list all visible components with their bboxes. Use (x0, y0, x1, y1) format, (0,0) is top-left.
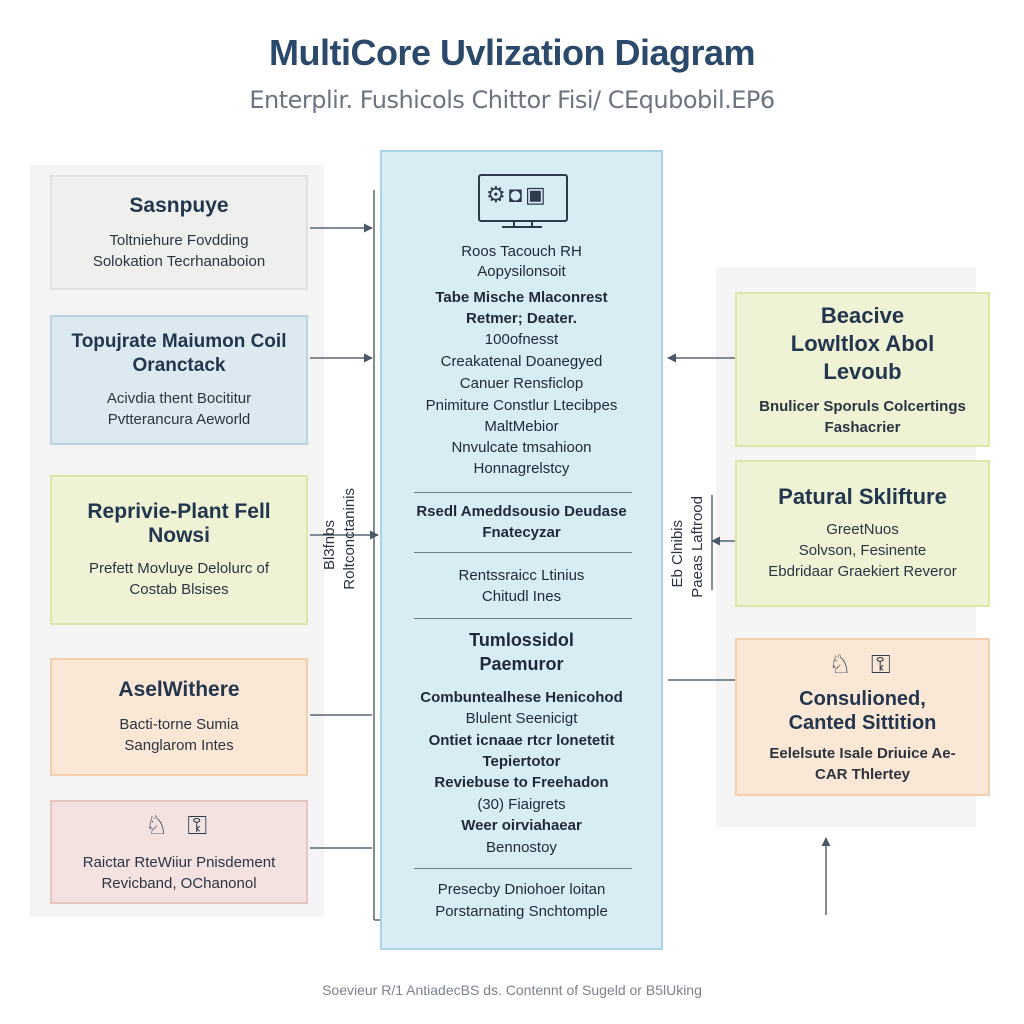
center-line-16: Tumlossidol (469, 630, 574, 650)
center-line-20: Ontiet icnaae rtcr lonetetit (428, 732, 615, 749)
center-line-3: Tabe Mische Mlaconrest (435, 289, 608, 306)
left-box-3: Reprivie-Plant Fell Nowsi Prefett Movluy… (50, 475, 308, 625)
left-box-3-heading: Reprivie-Plant Fell Nowsi (87, 500, 271, 547)
footer-caption: Soevieur R/1 AntiadecBS ds. Contennt of … (322, 982, 702, 998)
monitor-icon: ⚙◘▣ (478, 174, 568, 222)
center-line-21: Tepiertotor (482, 753, 561, 770)
center-line-22: Reviebuse to Freehadon (434, 774, 609, 791)
right-box-2-line-1: GreetNuos (826, 521, 899, 538)
right-box-2-line-3: Ebdridaar Graekiert Reveror (768, 563, 957, 580)
left-box-4: AselWithere Bacti-torne Sumia Sanglarom … (50, 658, 308, 776)
center-line-7: Canuer Rensficlop (459, 375, 584, 392)
center-separator-1 (414, 492, 632, 493)
center-line-12: Rsedl Ameddsousio Deudase (416, 503, 627, 520)
center-line-9: MaltMebior (484, 418, 559, 435)
diagram-title: MultiCore Uvlization Diagram (268, 32, 756, 73)
monitor-base (502, 226, 542, 228)
center-panel: ⚙◘▣ Roos Tacouch RH Aopysilonsoit Tabe M… (380, 150, 663, 950)
center-line-26: Presecby Dniohoer loitan (437, 881, 606, 898)
left-box-2-line-2: Pvtterancura Aeworld (107, 411, 251, 428)
left-box-4-line-2: Sanglarom Intes (124, 737, 234, 754)
person-monitor-icon: ♘ ⚿ (828, 649, 897, 679)
center-line-18: Combuntealhese Henicohod (420, 689, 623, 706)
left-box-5-line-1: Raictar RteWiiur Pnisdement (82, 854, 276, 871)
right-box-2-line-2: Solvson, Fesinente (798, 542, 927, 559)
right-box-3-line-2: CAR Thlertey (814, 766, 911, 783)
right-vertical-label-2: Paeas Laftrood (689, 496, 706, 598)
right-box-1: Beacive Lowltlox Abol Levoub Bnulicer Sp… (735, 292, 990, 447)
diagram-subtitle: Enterplir. Fushicols Chittor Fisi/ CEqub… (249, 86, 775, 114)
center-line-11: Honnagrelstcy (473, 460, 570, 477)
left-box-1-line-2: Solokation Tecrhanaboion (92, 252, 266, 270)
right-vertical-label-1: Eb Clnibis (669, 520, 686, 588)
left-box-4-heading: AselWithere (118, 678, 240, 701)
center-separator-4 (414, 868, 632, 869)
left-box-4-line-1: Bacti-torne Sumia (119, 716, 239, 733)
left-box-5: ♘ ⚿ Raictar RteWiiur Pnisdement Revicban… (50, 800, 308, 904)
center-line-24: Weer oirviahaear (461, 817, 582, 834)
left-box-3-line-2: Costab Blsises (129, 581, 229, 598)
left-box-2-heading: Topujrate Maiumon Coil Oranctack (71, 331, 287, 376)
left-box-3-line-1: Prefett Movluye Delolurc of (88, 560, 270, 577)
center-line-14: Rentssraicc Ltinius (458, 567, 585, 584)
right-box-3: ♘ ⚿ Consulioned, Canted Sittition Eelels… (735, 638, 990, 796)
center-line-23: (30) Fiaigrets (477, 796, 566, 813)
center-line-2: Aopysilonsoit (477, 263, 566, 280)
left-box-1-line-1: Toltniehure Fovdding (109, 231, 249, 249)
center-line-15: Chitudl Ines (481, 588, 562, 605)
left-vertical-label-2: Roltconctaninis (341, 488, 358, 590)
right-box-2: Patural Sklifture GreetNuos Solvson, Fes… (735, 460, 990, 607)
center-line-27: Porstarnating Snchtomple (435, 903, 608, 920)
right-box-1-line-1: Bnulicer Sporuls Colcertings (759, 397, 966, 415)
center-line-5: 100ofnesst (484, 331, 559, 348)
left-box-1: Sasnpuye Toltniehure Fovdding Solokation… (50, 175, 308, 290)
center-line-25: Bennostoy (486, 839, 557, 856)
right-box-3-line-1: Eelelsute Isale Driuice Ae- (769, 745, 956, 762)
center-separator-2 (414, 552, 632, 553)
center-line-13: Fnatecyzar (482, 524, 561, 541)
right-box-3-heading: Consulioned, Canted Sittition (788, 688, 937, 734)
person-monitor-icon: ♘ ⚿ (144, 810, 214, 840)
left-box-2: Topujrate Maiumon Coil Oranctack Acivdia… (50, 315, 308, 445)
left-box-5-line-2: Revicband, OChanonol (101, 875, 257, 892)
right-box-1-heading: Beacive Lowltlox Abol Levoub (790, 302, 935, 384)
center-line-8: Pnimiture Constlur Ltecibpes (425, 397, 618, 414)
center-line-1: Roos Tacouch RH (461, 243, 582, 260)
left-box-1-heading: Sasnpuye (129, 193, 229, 217)
center-line-6: Creakatenal Doanegyed (440, 353, 603, 370)
right-box-1-line-2: Fashacrier (824, 418, 901, 436)
left-box-2-line-1: Acivdia thent Bocititur (106, 390, 252, 407)
center-separator-3 (414, 618, 632, 619)
monitor-stand (513, 220, 533, 226)
center-line-17: Paemuror (479, 654, 564, 674)
left-vertical-label-1: Bl3fnbs (321, 520, 338, 571)
center-line-19: Blulent Seenicigt (465, 710, 578, 727)
center-line-4: Retmer; Deater. (466, 310, 577, 327)
right-box-2-heading: Patural Sklifture (778, 484, 947, 509)
center-line-10: Nnvulcate tmsahioon (451, 439, 592, 456)
